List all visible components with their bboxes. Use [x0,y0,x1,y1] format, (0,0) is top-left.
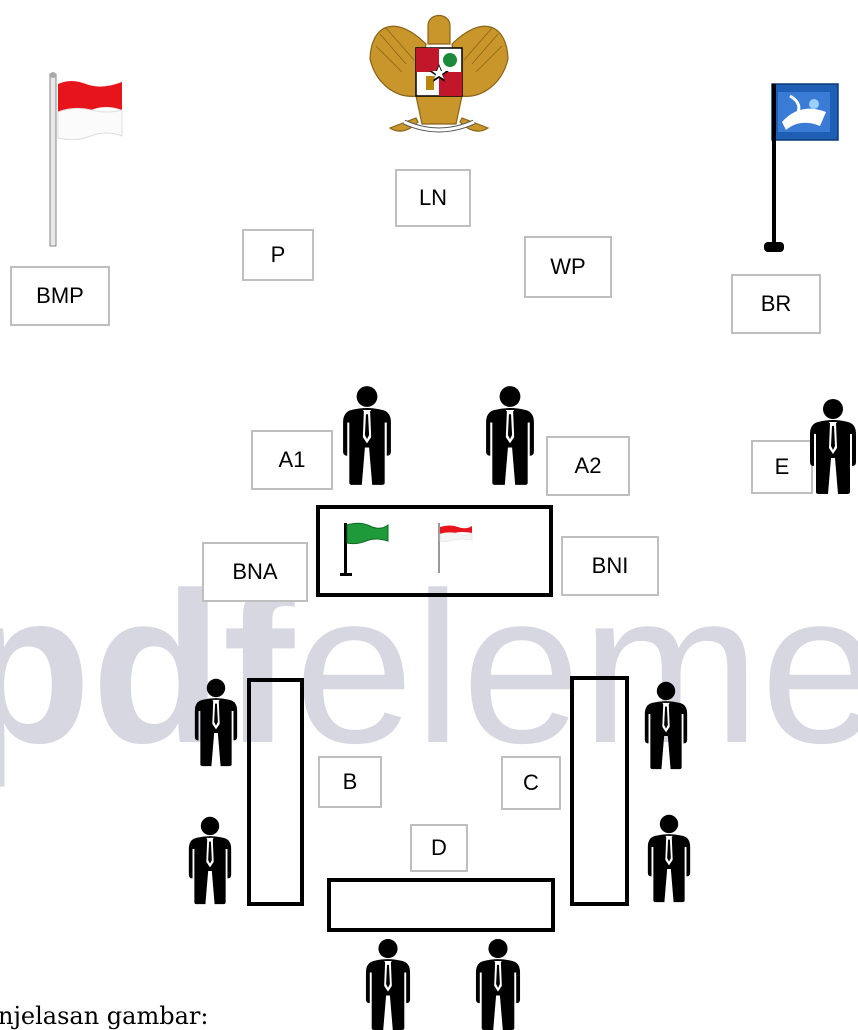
front-table [316,505,553,597]
person-left-top-icon [193,677,239,767]
person-a1-icon [341,385,393,485]
left-table [247,678,304,906]
label-e: E [751,440,813,494]
label-wp: WP [524,236,612,298]
indonesia-flag-small-icon [436,521,476,575]
label-b: B [318,756,382,808]
label-a1: A1 [251,430,333,490]
label-p: P [242,229,314,281]
person-bottom-right-icon [474,938,522,1030]
caption-text: njelasan gambar: [0,1002,208,1030]
person-right-bottom-icon [646,813,692,903]
label-ln: LN [395,169,471,227]
label-c: C [501,756,561,810]
label-br: BR [731,274,821,334]
label-d: D [410,824,468,872]
garuda-emblem-icon [366,4,512,140]
bottom-table [327,878,555,932]
organization-flag-pole-icon [760,82,840,254]
indonesia-flag-pole-icon [46,70,128,250]
person-e-icon [808,397,858,495]
right-table [570,676,629,906]
person-bottom-left-icon [364,938,412,1030]
label-bmp: BMP [10,266,110,326]
person-left-bottom-icon [187,815,233,905]
green-flag-icon [340,519,392,579]
person-right-top-icon [643,680,689,770]
label-a2: A2 [546,436,630,496]
label-bni: BNI [561,536,659,596]
person-a2-icon [484,385,536,485]
label-bna: BNA [202,542,308,602]
